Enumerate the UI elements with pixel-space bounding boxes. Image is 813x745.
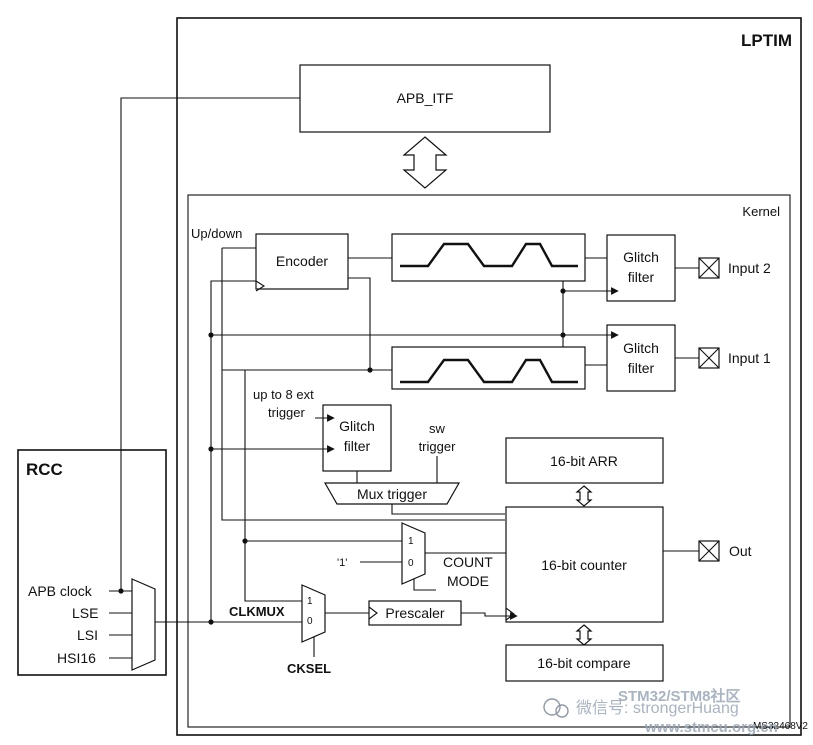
waveform-bottom [400, 358, 578, 384]
count-mode-l2: MODE [447, 573, 489, 589]
watermark: 微信号: strongerHuang STM32/STM8社区 www.stmc… [543, 687, 778, 736]
lptim-title: LPTIM [741, 31, 792, 50]
glitch-ext-l1: Glitch [339, 418, 375, 434]
prescaler-label: Prescaler [385, 605, 444, 621]
input1-label: Input 1 [728, 350, 771, 366]
counter-box [505, 506, 664, 623]
glitch-ext-l2: filter [344, 438, 371, 454]
rcc-frame [17, 449, 167, 676]
waveform-top [400, 242, 578, 268]
ref-code: MS32468V2 [753, 721, 808, 732]
watermark-url: www.stmcu.org.cn [644, 719, 778, 736]
glitch2-l2: filter [628, 269, 655, 285]
ext-trigger-l2: trigger [268, 405, 306, 420]
cksel-label: CKSEL [287, 661, 331, 676]
apb-clock-label: APB clock [28, 583, 93, 599]
apb-itf-box [299, 64, 551, 133]
watermark-cn: 微信号: strongerHuang [576, 699, 739, 717]
watermark-brand: STM32/STM8社区 [618, 687, 741, 705]
lse-label: LSE [72, 605, 98, 621]
compare-box [505, 644, 664, 682]
counter-label: 16-bit counter [541, 557, 627, 573]
glitch1-l2: filter [628, 360, 655, 376]
count-mode-l1: COUNT [443, 554, 493, 570]
rcc-title: RCC [26, 460, 63, 479]
input2-label: Input 2 [728, 260, 771, 276]
compare-label: 16-bit compare [537, 655, 631, 671]
arr-box [505, 437, 664, 484]
out-label: Out [729, 543, 752, 559]
rcc-mux [131, 578, 156, 671]
count-mux-1: 1 [408, 536, 414, 547]
count-mode-mux [401, 522, 426, 585]
encoder-box [255, 233, 349, 290]
ext-trigger-l1: up to 8 ext [253, 387, 314, 402]
clkmux-0: 0 [307, 616, 313, 627]
updown-label: Up/down [191, 226, 242, 241]
kernel-frame [187, 194, 791, 728]
kernel-label: Kernel [742, 204, 780, 219]
one-quote-label: '1' [337, 557, 347, 569]
apb-kernel-double-arrow [402, 136, 448, 189]
encoder-label: Encoder [276, 253, 328, 269]
lsi-label: LSI [77, 627, 98, 643]
apb-itf-label: APB_ITF [397, 90, 454, 106]
glitch1-l1: Glitch [623, 340, 659, 356]
arr-label: 16-bit ARR [550, 453, 618, 469]
sw-trigger-l2: trigger [419, 439, 457, 454]
lptim-frame [176, 17, 802, 736]
count-mux-0: 0 [408, 558, 414, 569]
sw-trigger-l1: sw [429, 421, 446, 436]
waveform-box-top [391, 233, 586, 282]
glitch2-l1: Glitch [623, 249, 659, 265]
arr-counter-arrow [575, 485, 593, 507]
hsi16-label: HSI16 [57, 650, 96, 666]
clkmux-1: 1 [307, 596, 313, 607]
clkmux-label: CLKMUX [229, 604, 285, 619]
counter-compare-arrow [575, 624, 593, 646]
clkmux [301, 584, 326, 643]
prescaler-box [368, 600, 462, 626]
mux-trigger [323, 482, 461, 505]
mux-trigger-label: Mux trigger [357, 486, 427, 502]
